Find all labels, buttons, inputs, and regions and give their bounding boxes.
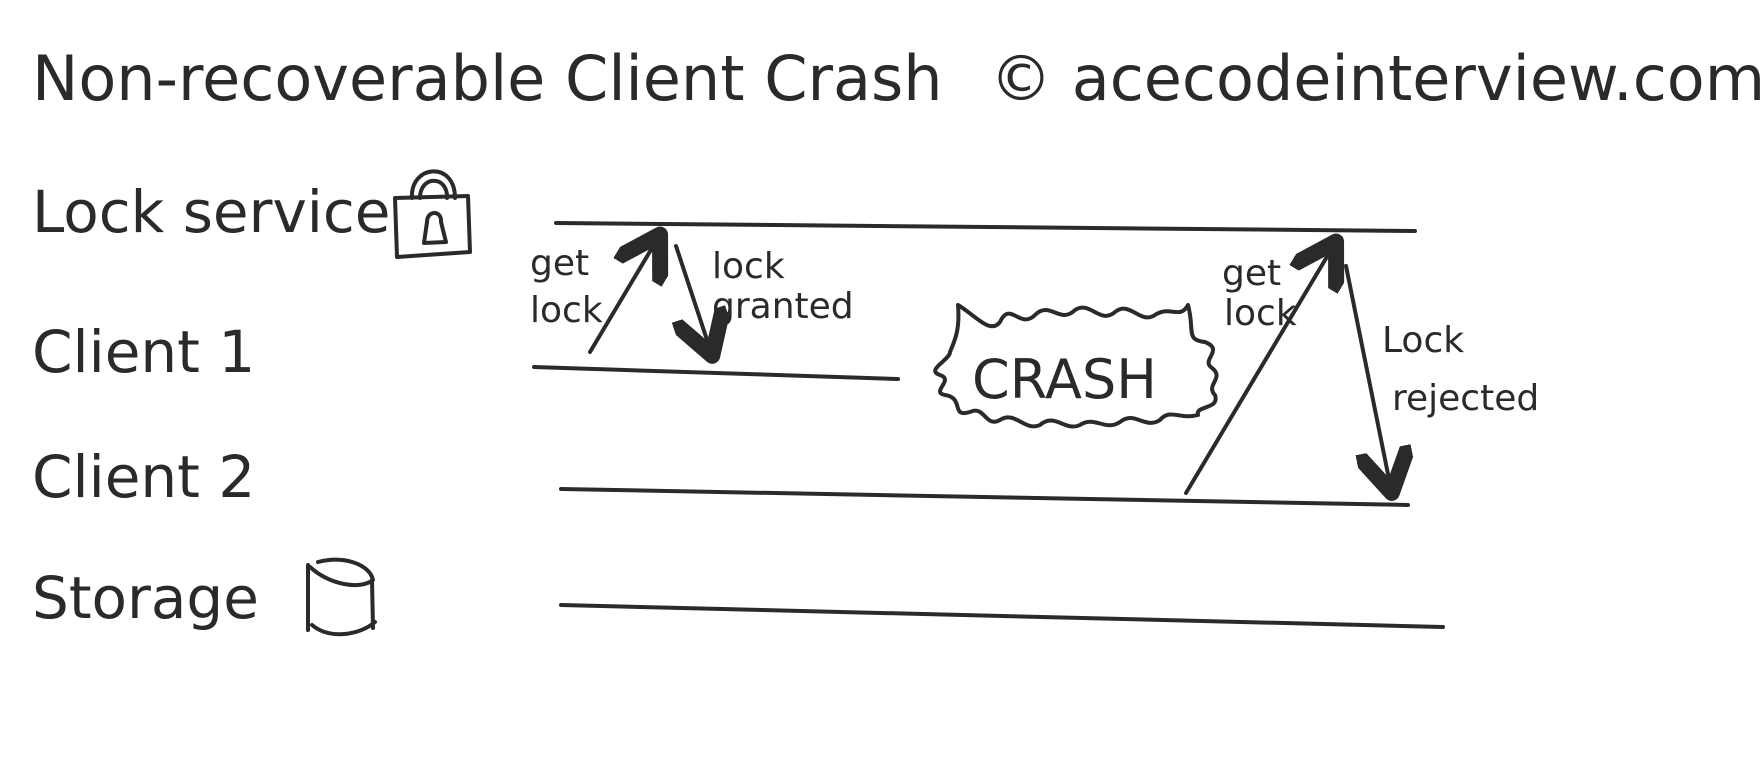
lifeline-client-2 [559,487,1410,507]
label-c1-get: get [530,243,589,284]
lifeline-storage [559,603,1445,629]
label-c2-get: get [1222,253,1281,294]
arrow-c1-get-lock [588,238,658,354]
lane-label-client-2: Client 2 [32,443,255,511]
lock-icon [393,169,472,259]
lifeline-client-1 [532,365,900,381]
label-c2-lock-rejected-1: Lock [1382,320,1464,361]
lane-label-storage: Storage [32,564,259,632]
label-c1-lock-granted-2: granted [712,286,854,327]
label-c1-lock-granted-1: lock [712,246,785,287]
diagram-title: Non-recoverable Client Crash [32,42,943,115]
label-c2-lock-rejected-2: rejected [1392,378,1539,419]
lane-label-client-1: Client 1 [32,318,255,386]
arrow-c1-lock-granted [676,244,711,352]
arrow-c2-get-lock [1184,245,1334,495]
lifeline-lock-service [554,221,1417,233]
arrow-c2-lock-rejected [1344,264,1391,489]
crash-text: CRASH [972,348,1157,411]
database-icon [306,557,377,637]
copyright-text: © acecodeinterview.com [990,42,1762,115]
lane-label-lock-service: Lock service [32,178,390,246]
label-c2-lock: lock [1224,293,1297,334]
crash-burst: CRASH [933,303,1219,429]
label-c1-lock: lock [530,290,603,331]
